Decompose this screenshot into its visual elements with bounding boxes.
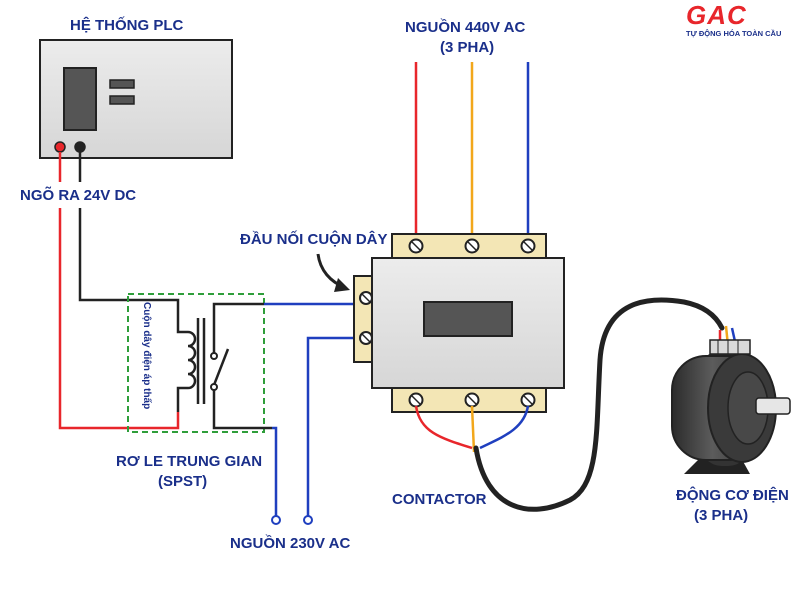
coil-terminal-label: ĐẦU NỐI CUỘN DÂY (240, 230, 388, 248)
contactor-bottom-screws (408, 392, 536, 408)
relay-switch-lead-top (212, 302, 264, 354)
contactor-top-screws (408, 238, 536, 254)
top-screw-slot-l1 (411, 241, 421, 251)
coil-screw-slot-a2 (361, 333, 371, 343)
relay-spst: Cuộn dây điện áp thấp (127, 293, 272, 433)
plc-indicator-bottom (109, 95, 135, 105)
source-230v-terminal-right (303, 515, 313, 525)
relay-coil-text: Cuộn dây điện áp thấp (141, 302, 153, 409)
source-230v-terminal-left (271, 515, 281, 525)
source-230v-wire-right (306, 336, 372, 516)
logo-tagline: TỰ ĐỘNG HÓA TOÀN CẦU (686, 28, 781, 38)
motor-phase-wires (414, 297, 738, 512)
plc-output-negative-terminal (74, 141, 86, 153)
relay-coil-lead-bottom (176, 386, 188, 412)
coil-screw-slot-a1 (361, 293, 371, 303)
motor-wire-red (414, 405, 473, 450)
brand-logo: GAC TỰ ĐỘNG HÓA TOÀN CẦU (686, 0, 781, 38)
relay-label-line2: (SPST) (158, 473, 207, 490)
top-screw-slot-l3 (523, 241, 533, 251)
bottom-screw-slot-t2 (467, 395, 477, 405)
logo-mark: GAC (686, 0, 747, 30)
bottom-screw-slot-t1 (411, 395, 421, 405)
plc-output-positive-terminal (54, 141, 66, 153)
motor-shaft (755, 397, 791, 415)
contactor-window (423, 301, 513, 337)
contactor (353, 233, 565, 413)
motor-wire-blue (479, 405, 530, 450)
contactor-coil-screws (359, 291, 373, 345)
motor-wire-yellow (470, 405, 476, 453)
bottom-screw-slot-t3 (523, 395, 533, 405)
plc-title: HỆ THỐNG PLC (70, 16, 184, 34)
plc-output-label: NGÕ RA 24V DC (20, 186, 136, 204)
relay-switch-contact-bottom (210, 383, 218, 391)
source-440v-label-line1: NGUỒN 440V AC (405, 18, 525, 36)
motor-cable (473, 297, 725, 512)
source-230v-label: NGUỒN 230V AC (230, 534, 350, 552)
motor-label-line2: (3 PHA) (694, 507, 748, 524)
relay-label-line1: RƠ LE TRUNG GIAN (116, 453, 262, 470)
plc-black-wire-lower (78, 208, 180, 320)
relay-switch-contact-top (210, 352, 218, 360)
plc-indicator-top (109, 79, 135, 89)
plc-display (63, 67, 97, 131)
relay-coil (187, 330, 197, 390)
relay-switch-lead-bottom (212, 390, 272, 430)
relay-enclosure (127, 293, 265, 433)
motor (671, 339, 791, 474)
motor-terminal-box (709, 339, 751, 355)
motor-label-line1: ĐỘNG CƠ ĐIỆN (676, 486, 789, 504)
top-screw-slot-l2 (467, 241, 477, 251)
source-440v-wires (414, 62, 530, 240)
coil-terminal-arrow-head (334, 278, 350, 292)
source-440v-label-line2: (3 PHA) (440, 39, 494, 56)
relay-switch-blade (212, 348, 230, 386)
plc-unit (39, 39, 233, 159)
plc-red-wire-lower (58, 208, 180, 430)
contactor-label: CONTACTOR (392, 491, 487, 508)
coil-terminal-arrow-icon (316, 253, 350, 292)
relay-coil-lead-top (176, 320, 188, 334)
source-230v-wire-left (272, 426, 278, 516)
